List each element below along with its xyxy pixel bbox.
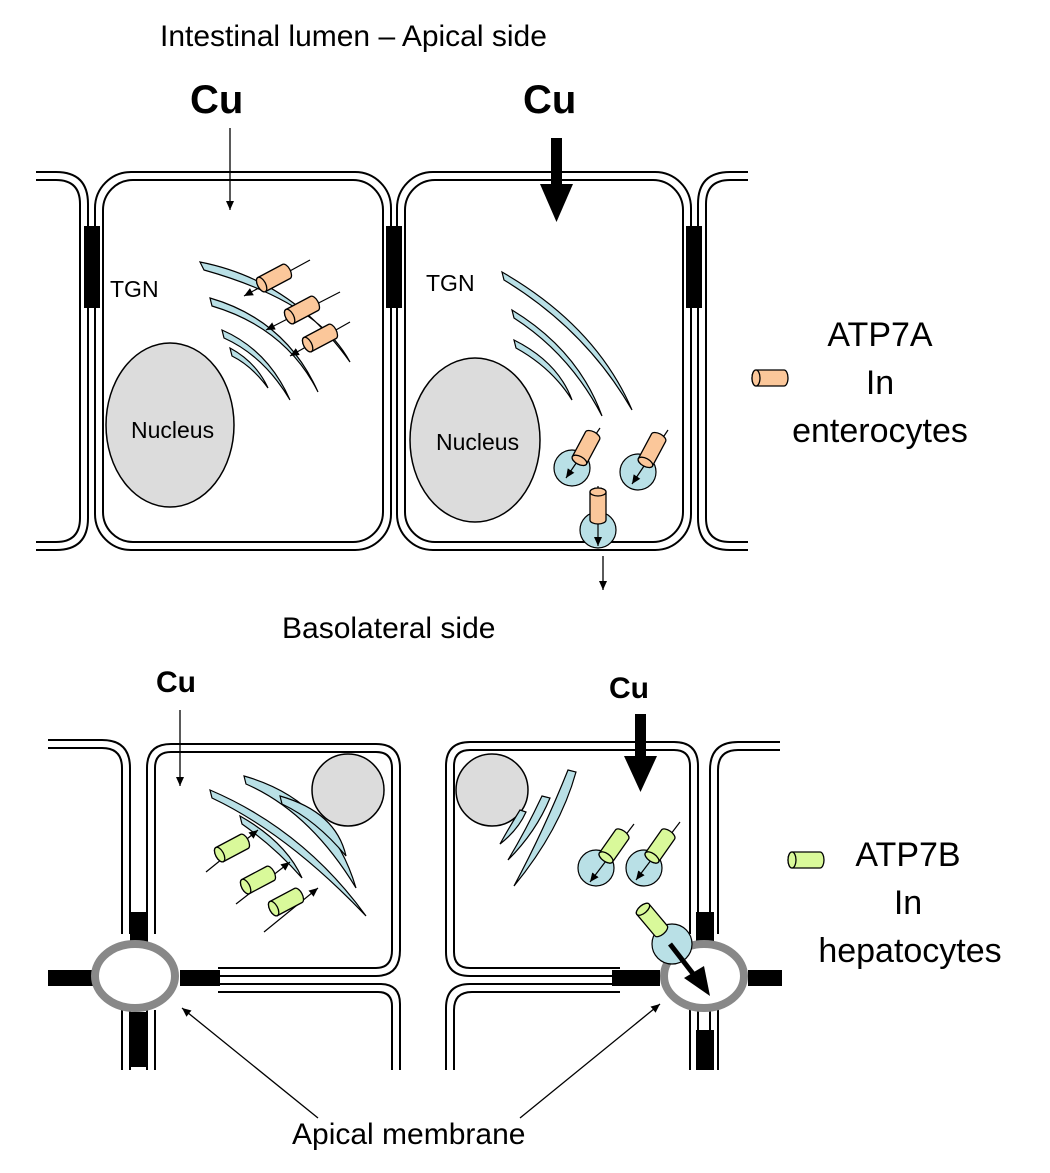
atp7b-vesicles-cell-b (577, 821, 693, 965)
enterocyte-cell-1-inner (102, 179, 384, 543)
apical-side-title: Intestinal lumen – Apical side (160, 20, 547, 53)
nucleus-left (105, 342, 235, 508)
tgn-cisternae-cell-2 (501, 270, 633, 417)
apical-pointer-left (181, 1007, 319, 1119)
cu-label-top-right: Cu (523, 78, 577, 122)
cu-excretion-arrow (668, 942, 710, 996)
nucleus-right (409, 357, 541, 523)
apical-membrane-label: Apical membrane (292, 1118, 526, 1151)
atp7a-transporter-icon (751, 369, 789, 387)
partial-cell-right-outer (697, 171, 748, 551)
tight-junctions-bottom (48, 912, 782, 1070)
cu-label-bottom-left: Cu (156, 666, 196, 699)
partial-cell-left-outer (36, 171, 89, 551)
tgn-label-left: TGN (110, 276, 159, 302)
atp7b-golgi-cell-a (205, 829, 319, 933)
hepatocyte-layer (48, 739, 780, 1070)
apical-pointer-right (519, 1003, 661, 1119)
legend-atp7b-in: In (893, 884, 923, 922)
basolateral-side-label: Basolateral side (282, 612, 496, 645)
enterocyte-cell-2-inner (404, 179, 684, 543)
golgi-cisternae-cell-b (499, 769, 577, 887)
cu-label-bottom-right: Cu (609, 672, 649, 705)
tight-junctions-top (84, 226, 702, 308)
hepatocyte-nucleus-left (311, 753, 385, 827)
cu-entry-arrow-bold-bottom (624, 714, 657, 792)
hepatocyte-nucleus-right (455, 753, 529, 827)
tgn-cisternae-cell-1 (198, 261, 351, 401)
atp7a-tgn-cell-1 (243, 259, 351, 357)
partial-cell-left-inner (36, 179, 81, 543)
enterocyte-cell-1-outer (94, 171, 392, 551)
cu-label-top-left: Cu (190, 78, 244, 122)
legend-atp7b-cell: hepatocytes (818, 932, 1002, 970)
legend-atp7a-title: ATP7A (827, 316, 933, 354)
bile-canaliculus-left (91, 940, 179, 1012)
nucleus-label-left: Nucleus (131, 417, 215, 443)
cu-entry-arrow-bold-top (540, 138, 573, 222)
tgn-label-right: TGN (426, 270, 475, 296)
partial-cell-right-inner (705, 179, 748, 543)
atp7a-vesicles-cell-2 (553, 427, 669, 549)
nucleus-label-right: Nucleus (436, 429, 520, 455)
legend-atp7b-title: ATP7B (855, 836, 961, 874)
enterocyte-layer (36, 171, 748, 551)
enterocyte-cell-2-outer (396, 171, 692, 551)
legend-atp7a-cell: enterocytes (792, 412, 968, 450)
legend-atp7a-in: In (865, 364, 895, 402)
